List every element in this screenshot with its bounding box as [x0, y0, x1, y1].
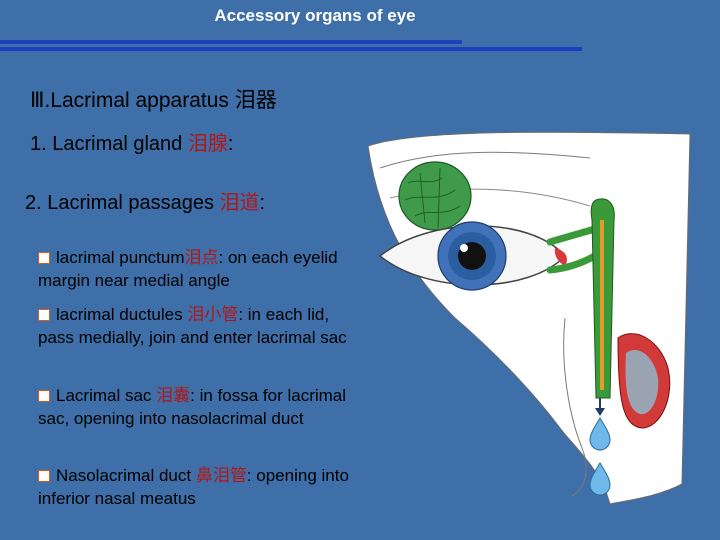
checkbox-bullet-icon [38, 390, 50, 402]
bullet-term: lacrimal punctum [56, 248, 185, 267]
tear-drop-icon [589, 462, 611, 496]
item-lacrimal-gland-colon: : [227, 133, 234, 155]
item-lacrimal-passages-cn: 泪道 [219, 192, 260, 214]
checkbox-bullet-icon [38, 309, 50, 321]
checkbox-bullet-icon [38, 252, 50, 264]
bullet-term: lacrimal ductules [56, 305, 188, 324]
eye-lacrimal-apparatus-illustration [367, 131, 691, 505]
flow-arrow-head [595, 408, 605, 416]
title-divider-long [0, 47, 582, 51]
item-lacrimal-passages-colon: : [259, 192, 266, 214]
duct-lumen [600, 220, 604, 390]
item-lacrimal-passages: 2. Lacrimal passages 泪道: [25, 186, 265, 215]
brow-line [379, 151, 591, 169]
bullet-description: : opening into inferior nasal meatus [38, 466, 349, 508]
bullet-term-cn: 泪囊 [156, 386, 191, 405]
bullet-lacrimal-sac: Lacrimal sac 泪囊: in fossa for lacrimal s… [38, 384, 368, 430]
checkbox-bullet-icon [38, 470, 50, 482]
item-lacrimal-passages-text: 2. Lacrimal passages [25, 192, 220, 214]
bullet-term: Lacrimal sac [56, 386, 157, 405]
bullet-description: : in fossa for lacrimal sac, opening int… [38, 386, 347, 428]
bullet-description: : in each lid, pass medially, join and e… [38, 305, 347, 347]
nose-outline [563, 317, 587, 497]
item-lacrimal-gland-text: 1. Lacrimal gland [30, 133, 188, 155]
bullet-description: : on each eyelid margin near medial angl… [38, 248, 338, 290]
bullet-term-cn: 泪点 [184, 248, 219, 267]
lacrimal-gland-icon [398, 161, 472, 231]
title-divider-short [0, 40, 462, 44]
pupil-highlight [460, 244, 468, 252]
bullet-lacrimal-ductules: lacrimal ductules 泪小管: in each lid, pass… [38, 303, 368, 349]
bullet-nasolacrimal-duct: Nasolacrimal duct 鼻泪管: opening into infe… [38, 464, 368, 510]
tear-drop-icon [589, 417, 611, 451]
slide-title: Accessory organs of eye [214, 6, 416, 25]
item-lacrimal-gland-cn: 泪腺 [187, 133, 228, 155]
bullet-term: Nasolacrimal duct [56, 466, 196, 485]
bullet-lacrimal-punctum: lacrimal punctum泪点: on each eyelid margi… [38, 246, 368, 292]
section-heading: Ⅲ.Lacrimal apparatus 泪器 [30, 89, 277, 112]
concha-inner [625, 349, 659, 415]
bullet-term-cn: 泪小管 [187, 305, 239, 324]
bullet-term-cn: 鼻泪管 [195, 466, 247, 485]
item-lacrimal-gland: 1. Lacrimal gland 泪腺: [30, 127, 233, 156]
lacrimal-caruncle [554, 248, 567, 266]
